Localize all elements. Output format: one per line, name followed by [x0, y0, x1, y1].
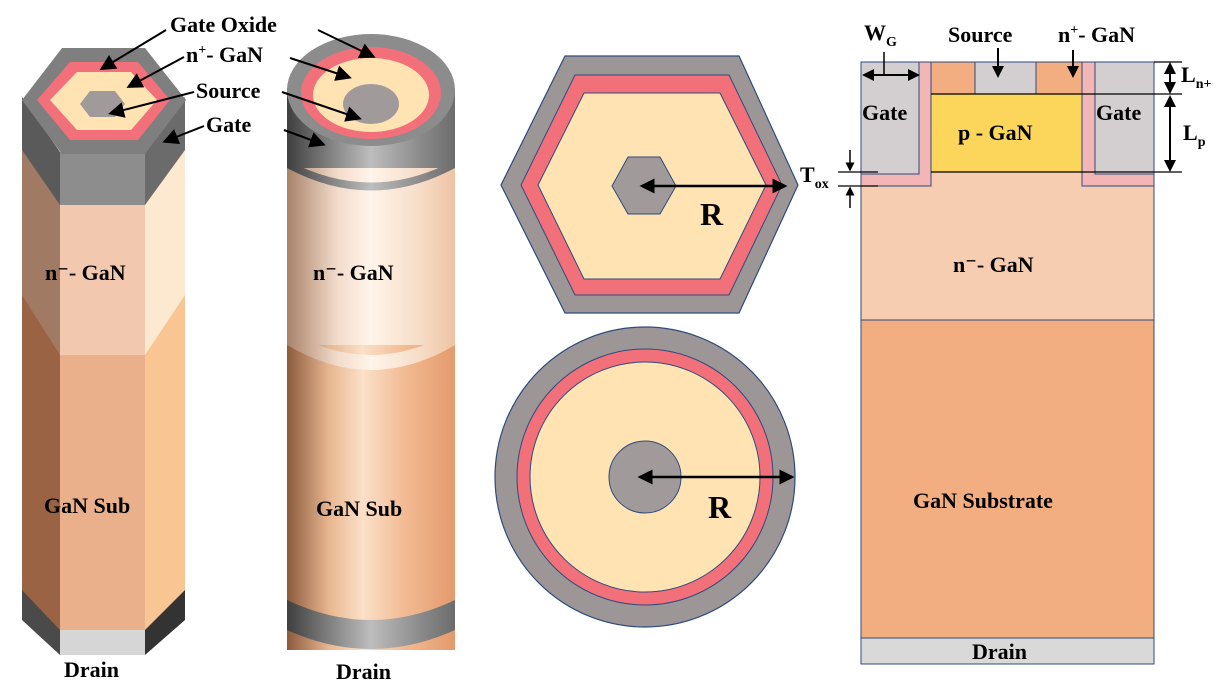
hex-substrate-left — [22, 295, 60, 648]
cs-label-lp-main: L — [1183, 120, 1198, 145]
arrow-source-to-hex — [108, 91, 195, 118]
hex-drain-front — [60, 630, 145, 655]
arrow-source-to-cyl — [281, 91, 362, 122]
hex-drain-right — [145, 590, 185, 655]
label-nplus-prefix: n — [186, 42, 198, 67]
top-callouts: Gate Oxide n+- GaN Source Gate — [99, 12, 376, 148]
arrow-gate-oxide-to-cyl — [317, 29, 376, 59]
hex-gate-band-right — [145, 97, 185, 205]
arrow-nplus-to-cyl — [289, 57, 352, 81]
cs-nplus-right — [1035, 61, 1083, 95]
cs-label-gate-right: Gate — [1096, 100, 1141, 125]
label-hex-radius: R — [700, 196, 724, 232]
hex-substrate-front — [60, 355, 145, 648]
label-nplus-sup: + — [198, 43, 206, 58]
cs-label-ln: Ln+ — [1181, 62, 1211, 92]
circle-top-view: R — [494, 326, 796, 628]
cs-label-tox-sub: ox — [815, 177, 829, 192]
hex-substrate-right — [145, 295, 185, 648]
label-hex-gan-sub: GaN Sub — [44, 493, 130, 518]
cyl-gate-band-bottom — [287, 160, 455, 191]
label-gate-oxide: Gate Oxide — [170, 12, 277, 37]
label-hex-drain: Drain — [64, 657, 119, 682]
cylindrical-pillar — [287, 34, 455, 650]
label-gate: Gate — [206, 112, 251, 137]
cyl-drain-band — [287, 600, 455, 649]
cs-label-nminus: n⁻- GaN — [953, 252, 1034, 277]
cs-label-ln-sub: n+ — [1196, 77, 1212, 92]
cs-label-gate-left: Gate — [862, 100, 907, 125]
hex-drain-left — [22, 590, 60, 655]
cs-label-nplus: n+- GaN — [1058, 22, 1135, 47]
label-cyl-drain: Drain — [336, 659, 391, 684]
hex-gate-band-front — [60, 152, 145, 205]
cross-section: Gate Gate p - GaN n⁻- GaN GaN Substrate … — [800, 20, 1211, 665]
cs-pgan — [930, 93, 1083, 173]
cs-label-tox-main: T — [800, 162, 815, 187]
arrow-gate-oxide-to-hex — [99, 29, 167, 71]
cs-label-nplus-sup: + — [1070, 23, 1078, 38]
cs-label-ln-main: L — [1181, 62, 1196, 87]
cs-label-nplus-rest: - GaN — [1078, 22, 1135, 47]
cs-label-nplus-prefix: n — [1058, 22, 1070, 47]
hexagonal-pillar — [22, 48, 186, 655]
label-cyl-gan-sub: GaN Sub — [316, 496, 402, 521]
label-nplus-gan: n+- GaN — [186, 42, 263, 67]
cs-label-lp: Lp — [1183, 120, 1206, 150]
cs-label-wg-main: W — [864, 20, 886, 45]
cs-nplus-left — [930, 61, 976, 95]
cs-gate-right — [1094, 61, 1155, 175]
label-circle-radius: R — [708, 489, 732, 525]
cs-label-pgan: p - GaN — [958, 120, 1033, 145]
cyl-top-source — [343, 84, 399, 124]
arrow-gate-to-hex — [162, 125, 205, 145]
cs-drain — [860, 637, 1155, 665]
label-nplus-rest: - GaN — [206, 42, 263, 67]
cs-label-substrate: GaN Substrate — [913, 488, 1053, 513]
cs-label-lp-sub: p — [1198, 135, 1206, 150]
cs-label-wg: WG — [864, 20, 897, 50]
cyl-upper-bottom-curve — [287, 330, 455, 370]
cs-label-drain: Drain — [972, 639, 1027, 664]
cs-source-contact — [974, 61, 1037, 95]
arrow-nplus-to-hex — [126, 56, 185, 88]
cs-substrate — [860, 319, 1155, 639]
cs-label-source: Source — [948, 22, 1013, 47]
cs-label-tox: Tox — [800, 162, 829, 192]
label-cyl-nminus: n⁻- GaN — [313, 260, 394, 285]
arrow-gate-to-cyl — [283, 129, 326, 148]
hex-gate-band-left — [22, 97, 60, 205]
label-source: Source — [196, 78, 261, 103]
cs-nminus — [860, 171, 1155, 321]
hexagon-top-view: R — [500, 55, 799, 314]
cs-label-wg-sub: G — [886, 35, 897, 50]
label-hex-nminus: n⁻- GaN — [45, 260, 126, 285]
